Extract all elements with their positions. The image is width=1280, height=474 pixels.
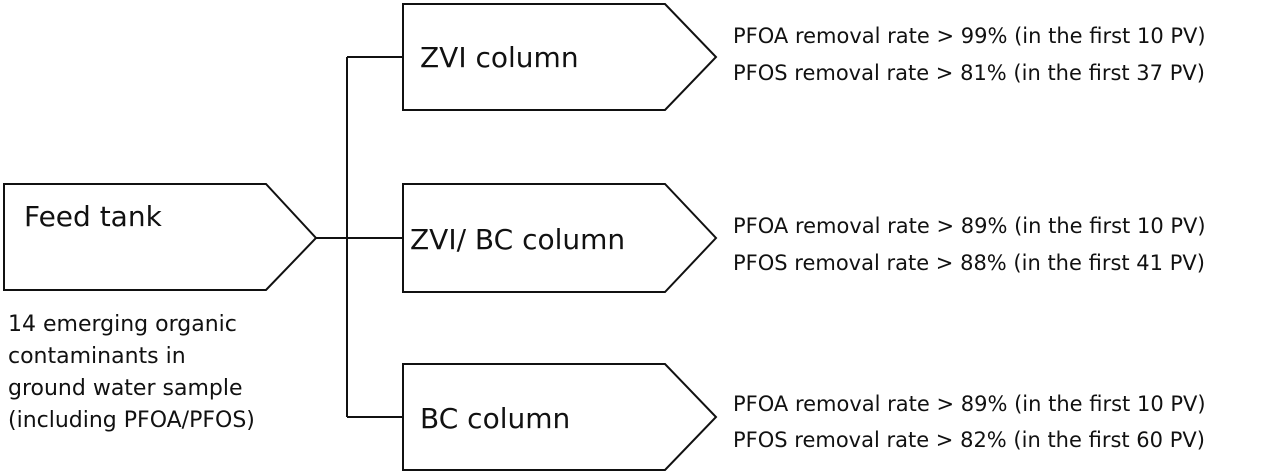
bc-column-shape	[402, 363, 718, 471]
zvi-column-pfoa-result: PFOA removal rate > 99% (in the first 10…	[733, 24, 1206, 48]
feed-tank-node: Feed tank	[3, 183, 318, 291]
bc-column-node: BC column	[402, 363, 718, 471]
bc-column-pfos-result: PFOS removal rate > 82% (in the first 60…	[733, 428, 1205, 452]
zvi-bc-column-pfos-result: PFOS removal rate > 88% (in the first 41…	[733, 251, 1205, 275]
feed-tank-note: 14 emerging organic contaminants in grou…	[8, 312, 255, 433]
zvi-bc-column-results: PFOA removal rate > 89% (in the first 10…	[733, 214, 1206, 275]
bc-column-label: BC column	[420, 402, 570, 435]
feed-tank-label: Feed tank	[24, 200, 163, 233]
zvi-column-pfos-result: PFOS removal rate > 81% (in the first 37…	[733, 61, 1205, 85]
feed-tank-note-line-1: 14 emerging organic	[8, 312, 237, 337]
zvi-column-label: ZVI column	[420, 41, 579, 74]
zvi-bc-column-pfoa-result: PFOA removal rate > 89% (in the first 10…	[733, 214, 1206, 238]
feed-tank-note-line-4: (including PFOA/PFOS)	[8, 408, 255, 433]
feed-tank-note-line-2: contaminants in	[8, 344, 186, 369]
zvi-column-results: PFOA removal rate > 99% (in the first 10…	[733, 24, 1206, 85]
feed-tank-shape	[3, 183, 318, 291]
connector-lines	[316, 56, 403, 418]
zvi-column-node: ZVI column	[402, 3, 718, 111]
zvi-bc-column-label: ZVI/ BC column	[410, 223, 625, 256]
zvi-bc-column-shape	[402, 183, 718, 293]
bc-column-results: PFOA removal rate > 89% (in the first 10…	[733, 392, 1206, 452]
zvi-column-shape	[402, 3, 718, 111]
feed-tank-note-line-3: ground water sample	[8, 376, 243, 401]
zvi-bc-column-node: ZVI/ BC column	[402, 183, 718, 293]
bc-column-pfoa-result: PFOA removal rate > 89% (in the first 10…	[733, 392, 1206, 416]
